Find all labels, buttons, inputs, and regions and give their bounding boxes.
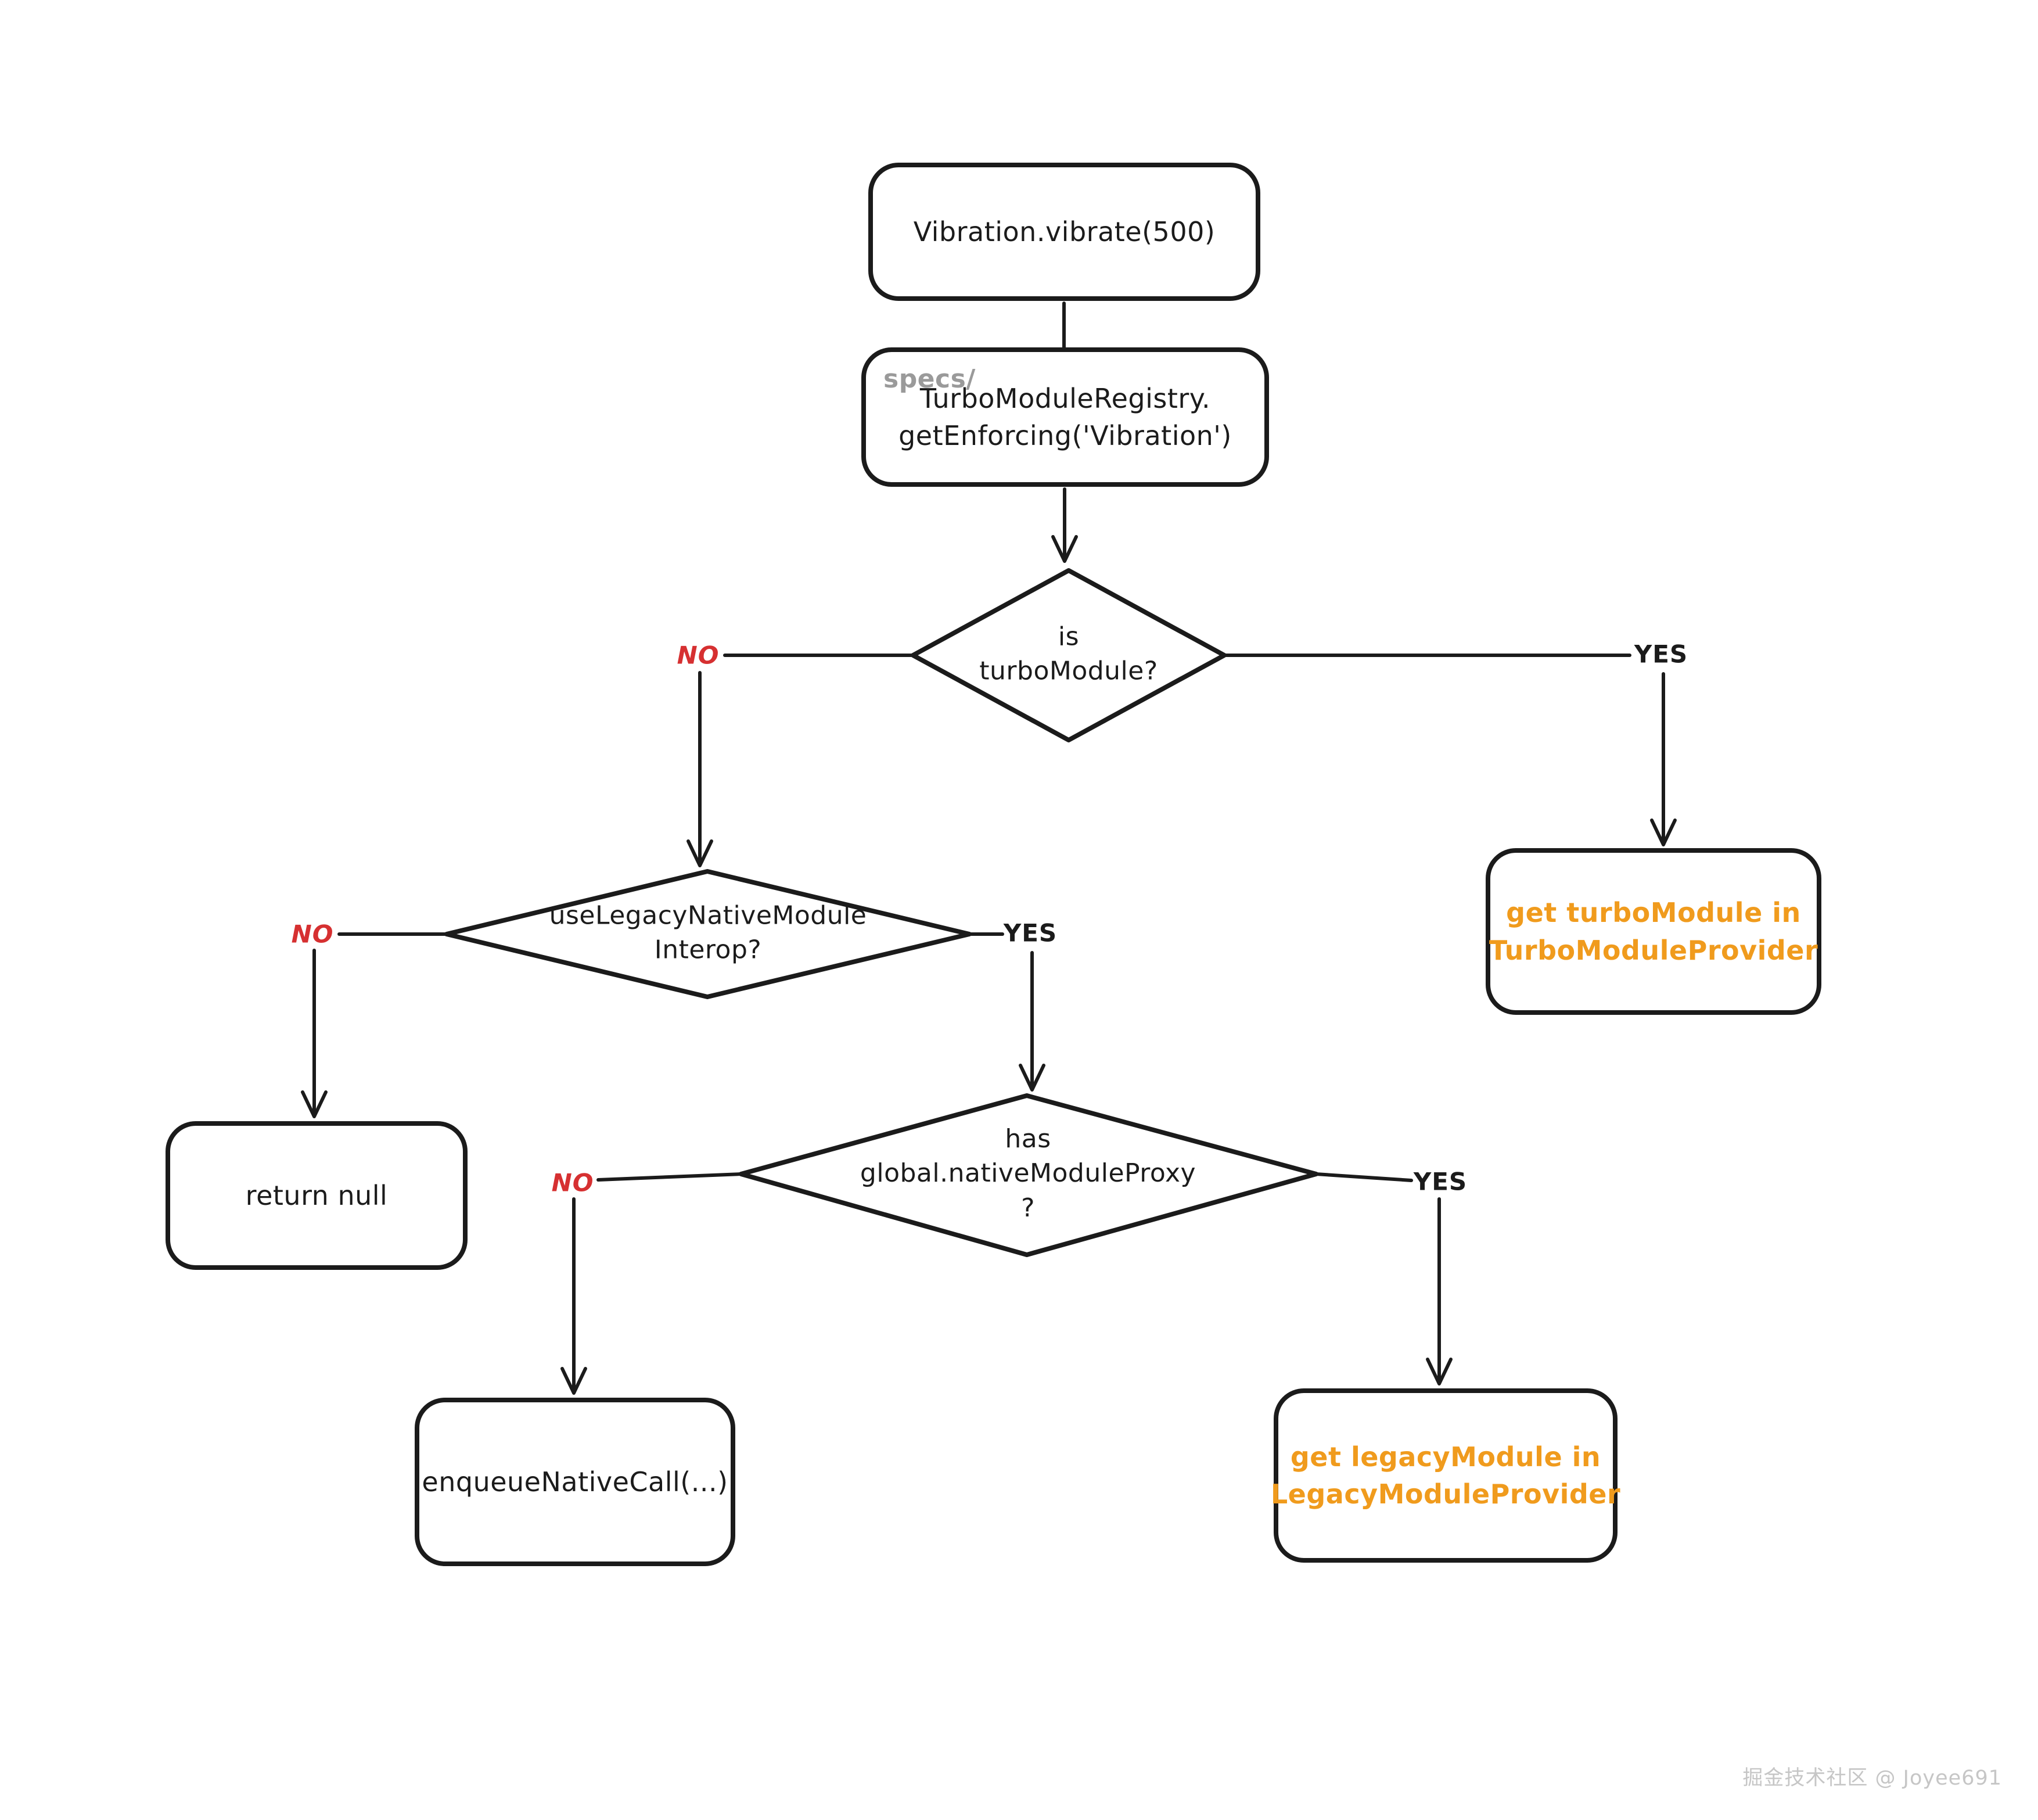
decision-is-turbomodule-line2: turboModule? [979, 656, 1158, 686]
node-get-legacy-module-provider: get legacyModule in LegacyModuleProvider [1270, 1388, 1621, 1563]
arrowhead-registry-to-is-turbomodule [1051, 535, 1078, 563]
specs-prefix-label: specs/ [883, 364, 976, 394]
decision-has-native-module-proxy-text: has global.nativeModuleProxy ? [860, 1122, 1196, 1225]
node-legacy-provider-line1: get legacyModule in [1290, 1441, 1601, 1473]
arrowhead-yes-to-has-proxy [1019, 1064, 1045, 1092]
arrowhead-yes-to-turbomodule-provider [1650, 819, 1677, 846]
arrowhead-no-to-return-null [301, 1090, 328, 1118]
node-enqueue-native-call-label: enqueueNativeCall(...) [422, 1466, 728, 1498]
arrowhead-yes-to-legacy-provider [1426, 1358, 1453, 1385]
edge-has-proxy-no-horizontal [596, 1172, 743, 1182]
decision-is-turbomodule-shape [911, 568, 1227, 742]
edge-label-is-turbomodule-yes: YES [1634, 640, 1688, 669]
node-registry-line1: TurboModuleRegistry. [919, 382, 1211, 414]
arrowhead-no-to-enqueue [560, 1367, 587, 1395]
edge-label-use-legacy-no: NO [291, 920, 334, 949]
node-enqueue-native-call: enqueueNativeCall(...) [415, 1398, 735, 1566]
node-vibrate-call: Vibration.vibrate(500) [868, 163, 1260, 301]
edge-has-proxy-yes-horizontal [1314, 1172, 1413, 1182]
decision-use-legacy-interop-text: useLegacyNativeModule Interop? [549, 899, 867, 968]
decision-use-legacy-interop-shape [444, 869, 972, 999]
edge-label-has-proxy-yes: YES [1413, 1167, 1468, 1196]
edge-label-use-legacy-yes: YES [1003, 918, 1058, 947]
node-return-null: return null [166, 1121, 468, 1270]
node-registry-line2: getEnforcing('Vibration') [898, 420, 1232, 451]
decision-has-proxy-line2: global.nativeModuleProxy [860, 1158, 1196, 1189]
arrowhead-no-to-use-legacy [686, 839, 713, 867]
node-return-null-label: return null [245, 1179, 388, 1211]
decision-use-legacy-line2: Interop? [654, 935, 762, 965]
edge-label-is-turbomodule-no: NO [677, 641, 720, 670]
decision-is-turbomodule-line1: is [1058, 622, 1080, 652]
node-turbomodule-provider-line1: get turboModule in [1506, 897, 1801, 929]
decision-has-proxy-line3: ? [1021, 1193, 1035, 1223]
node-turbomodule-registry: specs/ TurboModuleRegistry. getEnforcing… [861, 347, 1269, 487]
watermark: 掘金技术社区 @ Joyee691 [1742, 1767, 2002, 1790]
decision-has-proxy-line1: has [1005, 1123, 1051, 1154]
decision-use-legacy-line1: useLegacyNativeModule [549, 900, 867, 931]
node-get-turbomodule-provider: get turboModule in TurboModuleProvider [1486, 848, 1821, 1015]
node-turbomodule-provider-line2: TurboModuleProvider [1489, 934, 1818, 966]
edge-label-has-proxy-no: NO [551, 1168, 594, 1197]
decision-has-native-module-proxy-shape [739, 1093, 1318, 1257]
decision-is-turbomodule-text: is turboModule? [979, 620, 1158, 689]
node-legacy-provider-line2: LegacyModuleProvider [1270, 1478, 1621, 1510]
node-vibrate-call-label: Vibration.vibrate(500) [913, 216, 1216, 247]
